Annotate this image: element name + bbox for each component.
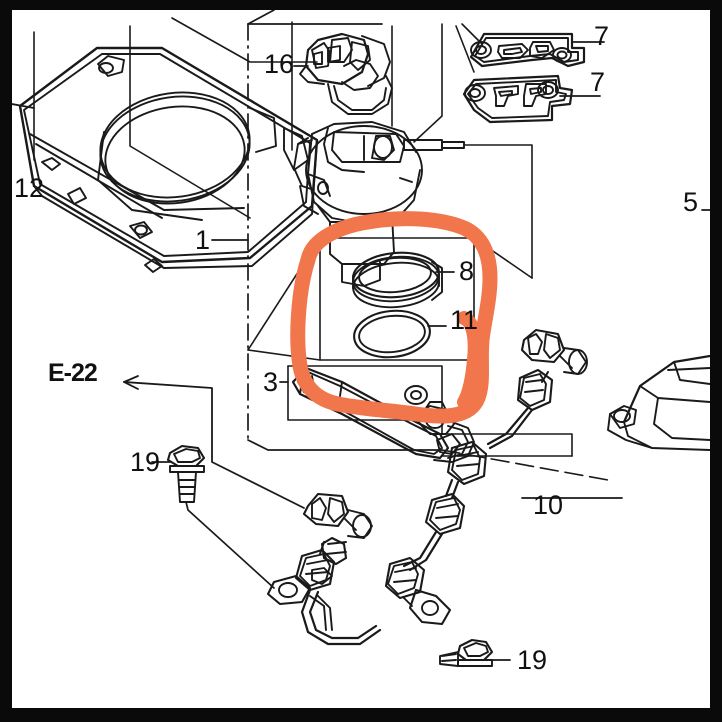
callout-5: 5 xyxy=(683,186,699,217)
leader-bolt19a-to-bracket xyxy=(185,501,275,589)
cross-reference-e22: E-22 xyxy=(48,358,98,387)
part-11-o-ring-seal xyxy=(353,309,431,359)
callout-1: 1 xyxy=(195,224,211,255)
callout-10: 10 xyxy=(533,489,564,520)
callout-3: 3 xyxy=(263,366,279,397)
part-3-mounting-stay xyxy=(291,366,475,463)
callout-7-lower: 7 xyxy=(590,66,606,97)
part-7-gasket-lower xyxy=(462,74,574,124)
part-8-seal-ring-large xyxy=(352,251,443,309)
part-19-bolt-upper xyxy=(166,444,206,503)
callout-7-upper: 7 xyxy=(594,20,610,51)
callout-19-lower: 19 xyxy=(517,644,548,675)
part-12-shroud-panel xyxy=(12,46,319,273)
e22-leader xyxy=(123,375,305,509)
part-7-gasket-upper xyxy=(469,32,586,68)
callout-16: 16 xyxy=(264,48,295,79)
callout-19-upper: 19 xyxy=(130,446,161,477)
callout-11: 11 xyxy=(450,304,479,335)
callout-12: 12 xyxy=(14,172,45,203)
callout-8: 8 xyxy=(459,255,475,286)
part-16-connector-plug xyxy=(299,32,393,115)
diagram-sheet: 12 16 7 7 5 1 8 11 3 E-22 19 10 19 xyxy=(12,10,710,708)
parts-line-art xyxy=(12,10,710,667)
part-10-wire-harness xyxy=(266,328,588,646)
part-19-bolt-lower xyxy=(439,638,494,667)
part-5-cover-panel xyxy=(607,354,710,451)
